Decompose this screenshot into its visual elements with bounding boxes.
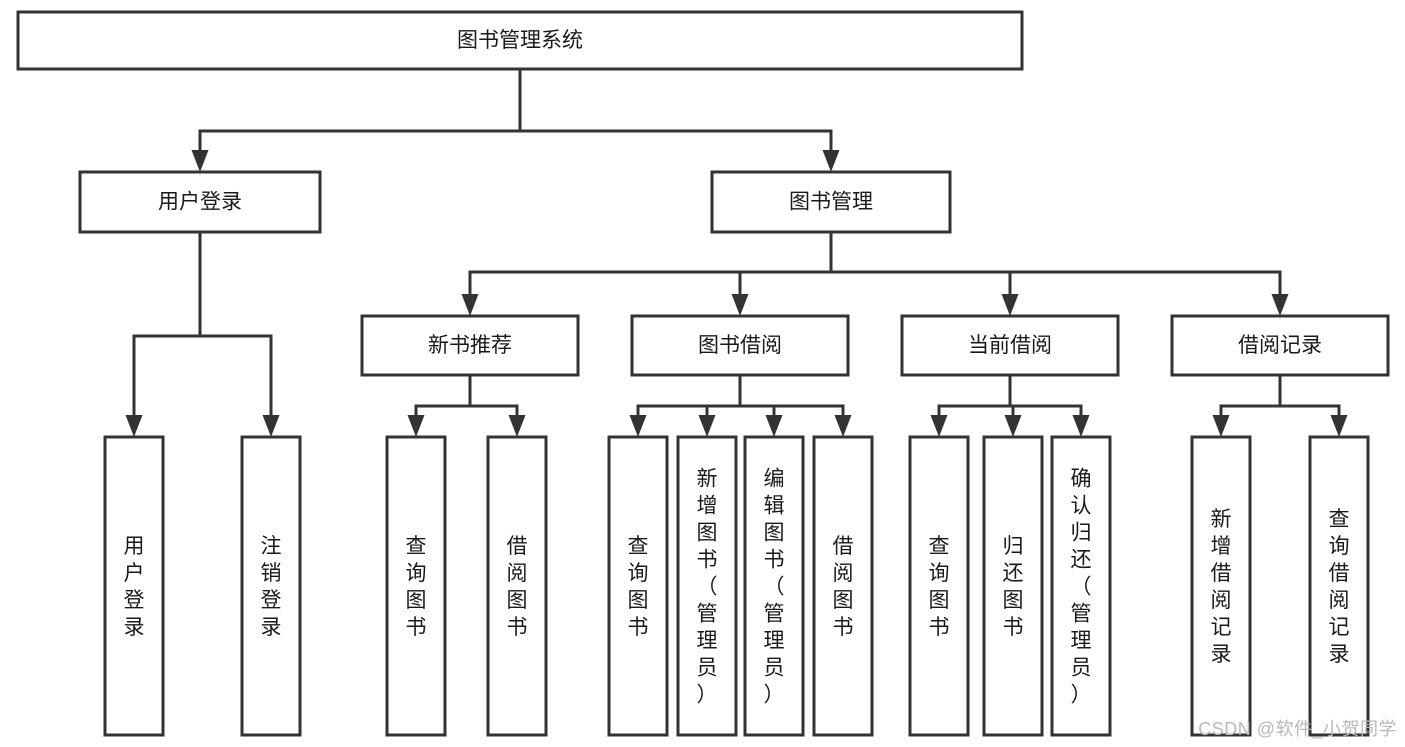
node-label: 图书借阅 bbox=[698, 334, 782, 357]
node-label: 查询图书 bbox=[406, 535, 427, 639]
node-leaf-return-book[interactable] bbox=[982, 435, 1044, 737]
node-current-borrow[interactable] bbox=[900, 314, 1120, 377]
node-box bbox=[743, 435, 805, 737]
node-label: 查询图书 bbox=[628, 535, 649, 639]
node-box bbox=[630, 314, 850, 377]
node-label: 用户登录 bbox=[158, 191, 242, 214]
node-box bbox=[982, 435, 1044, 737]
node-box bbox=[486, 435, 548, 737]
node-book-borrow[interactable] bbox=[630, 314, 850, 377]
node-leaf-borrow-book-recommend[interactable] bbox=[486, 435, 548, 737]
connector-book-borrow bbox=[629, 373, 852, 437]
node-label: 借阅记录 bbox=[1238, 334, 1322, 357]
node-leaf-query-borrow-record[interactable] bbox=[1308, 435, 1370, 737]
node-label: 编辑图书（管理员） bbox=[764, 468, 785, 707]
node-label: 查询借阅记录 bbox=[1329, 508, 1350, 666]
node-leaf-query-book-current[interactable] bbox=[908, 435, 970, 737]
node-label: 确认归还（管理员） bbox=[1071, 468, 1092, 707]
node-label: 借阅图书 bbox=[833, 535, 854, 639]
node-box bbox=[240, 435, 302, 737]
node-new-book-recommend[interactable] bbox=[360, 314, 580, 377]
node-box bbox=[103, 435, 165, 737]
node-box bbox=[385, 435, 447, 737]
node-root[interactable] bbox=[16, 10, 1024, 71]
node-box bbox=[900, 314, 1120, 377]
node-book-manage[interactable] bbox=[710, 170, 952, 234]
connector-root bbox=[191, 67, 840, 172]
node-box bbox=[676, 435, 738, 737]
node-leaf-logout-login[interactable] bbox=[240, 435, 302, 737]
node-leaf-query-book-recommend[interactable] bbox=[385, 435, 447, 737]
connector-borrow-record bbox=[1212, 373, 1348, 437]
node-borrow-record[interactable] bbox=[1170, 314, 1390, 377]
node-box bbox=[607, 435, 669, 737]
node-box bbox=[1190, 435, 1252, 737]
node-label: 归还图书 bbox=[1003, 535, 1024, 639]
node-box bbox=[1308, 435, 1370, 737]
node-box bbox=[1050, 435, 1112, 737]
node-box bbox=[78, 170, 322, 234]
node-leaf-edit-book[interactable] bbox=[743, 435, 805, 737]
node-box bbox=[710, 170, 952, 234]
node-box bbox=[16, 10, 1024, 71]
node-label: 新书推荐 bbox=[428, 334, 512, 357]
node-label: 借阅图书 bbox=[507, 535, 528, 639]
node-label: 图书管理系统 bbox=[457, 29, 583, 52]
node-box bbox=[812, 435, 874, 737]
csdn-watermark: CSDN @软件_小贺同学 bbox=[1198, 719, 1397, 739]
node-label: 用户登录 bbox=[124, 535, 145, 639]
node-label: 当前借阅 bbox=[968, 334, 1052, 357]
node-leaf-confirm-return[interactable] bbox=[1050, 435, 1112, 737]
node-box bbox=[908, 435, 970, 737]
node-box bbox=[1170, 314, 1390, 377]
node-label: 图书管理 bbox=[789, 191, 873, 214]
connector-new-book-recommend bbox=[407, 373, 526, 437]
node-leaf-add-borrow-record[interactable] bbox=[1190, 435, 1252, 737]
node-leaf-borrow-book[interactable] bbox=[812, 435, 874, 737]
connector-user-login bbox=[125, 230, 280, 437]
connector-current-borrow bbox=[930, 373, 1090, 437]
node-leaf-user-login[interactable] bbox=[103, 435, 165, 737]
node-label: 新增借阅记录 bbox=[1211, 508, 1232, 666]
node-label: 注销登录 bbox=[261, 535, 282, 639]
node-leaf-query-book-borrow[interactable] bbox=[607, 435, 669, 737]
node-label: 新增图书（管理员） bbox=[697, 468, 718, 707]
node-user-login[interactable] bbox=[78, 170, 322, 234]
node-box bbox=[360, 314, 580, 377]
node-label: 查询图书 bbox=[929, 535, 950, 639]
node-leaf-add-book[interactable] bbox=[676, 435, 738, 737]
connector-book-manage bbox=[461, 230, 1289, 316]
